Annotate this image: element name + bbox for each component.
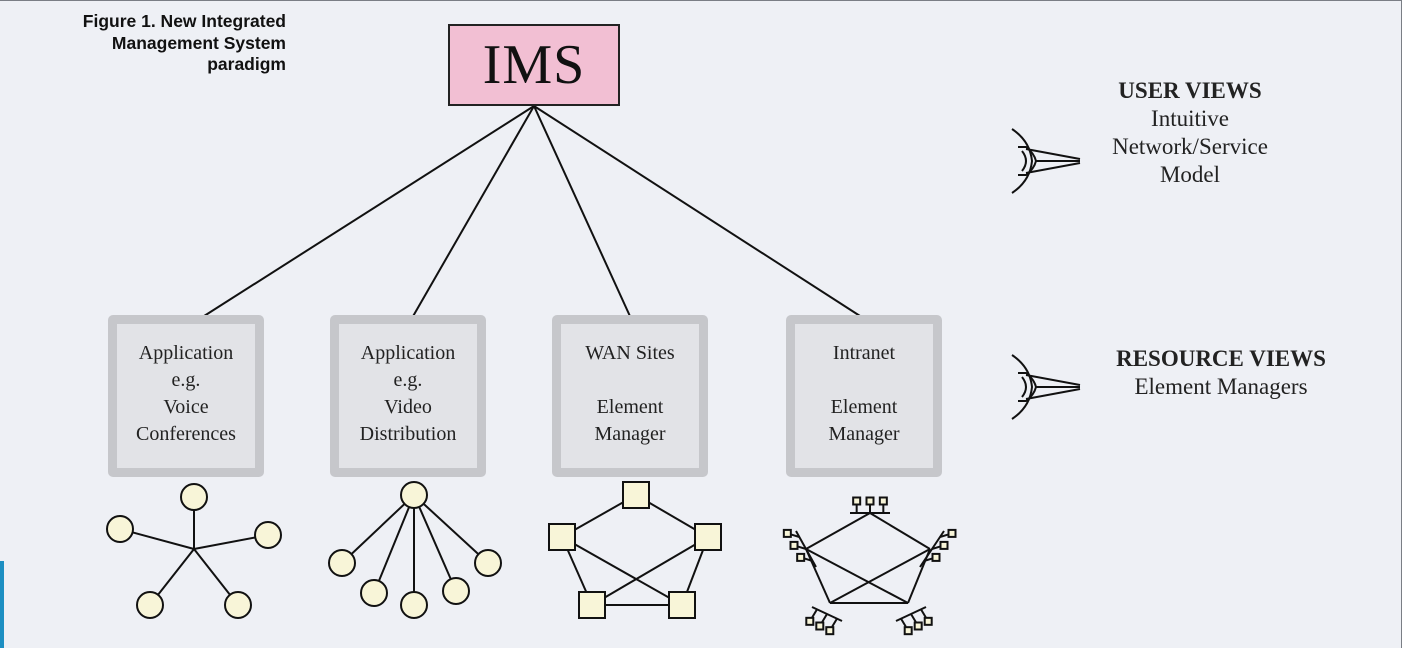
connector-2 — [407, 105, 535, 326]
lan-terminal — [805, 616, 815, 626]
manager-label-line: Manager — [594, 423, 666, 445]
network-node — [578, 591, 606, 619]
network-node — [224, 591, 252, 619]
lan-stub — [804, 557, 813, 562]
network-node — [400, 591, 428, 619]
lan-terminal — [825, 626, 835, 636]
manager-box-wan: WAN Sites Element Manager — [552, 315, 708, 477]
lan-stub — [900, 618, 907, 628]
manager-label-line: Manager — [828, 423, 900, 445]
network-node — [180, 483, 208, 511]
lan-terminal — [878, 496, 888, 506]
lan-stub — [931, 545, 941, 550]
lan-stub — [923, 557, 933, 562]
network-link — [805, 512, 871, 550]
network-link — [373, 494, 415, 594]
lan-terminal — [903, 626, 913, 636]
network-node — [668, 591, 696, 619]
user-views-line: Model — [1159, 162, 1221, 187]
lan-stub — [811, 608, 818, 618]
lan-stub — [939, 533, 949, 538]
network-link — [591, 536, 709, 606]
lan-terminal — [923, 616, 933, 626]
network-link — [869, 512, 931, 550]
manager-box-voice: Application e.g. Voice Conferences — [108, 315, 264, 477]
user-views-title: USER VIEWS — [1118, 78, 1262, 103]
manager-label-line: Conferences — [136, 423, 236, 445]
manager-box-video: Application e.g. Video Distribution — [330, 315, 486, 477]
lan-terminal — [852, 496, 862, 506]
network-icons — [106, 481, 957, 636]
connector-1 — [189, 105, 535, 326]
manager-label-line: Intranet — [832, 342, 896, 364]
lan-terminal — [865, 496, 875, 506]
lan-stub — [831, 618, 838, 628]
network-node — [400, 481, 428, 509]
lan-terminal — [931, 552, 941, 562]
network-link — [805, 548, 909, 604]
accent-strip — [0, 561, 4, 648]
manager-label-line: WAN Sites — [585, 342, 675, 364]
lan-terminal — [782, 528, 792, 538]
network-node — [622, 481, 650, 509]
network-link — [413, 494, 457, 592]
lan-terminal — [947, 528, 957, 538]
lan-terminal — [815, 621, 825, 631]
lan-stub — [821, 613, 828, 623]
network-node — [254, 521, 282, 549]
figure-caption: Figure 1. New Integrated Management Syst… — [82, 11, 286, 74]
manager-box-intranet: Intranet Element Manager — [786, 315, 942, 477]
manager-label-line: Element — [830, 396, 898, 418]
network-node — [360, 579, 388, 607]
resource-views-title: RESOURCE VIEWS — [1116, 346, 1326, 371]
lan-terminal — [789, 540, 799, 550]
network-link — [829, 548, 931, 604]
eye-icon — [1011, 354, 1081, 420]
network-node — [474, 549, 502, 577]
resource-views-block: RESOURCE VIEWS Element Managers — [1096, 345, 1346, 401]
user-views-block: USER VIEWS Intuitive Network/Service Mod… — [1090, 77, 1290, 189]
manager-label-line: Application — [360, 342, 456, 364]
user-views-line: Intuitive — [1151, 106, 1229, 131]
network-node — [106, 515, 134, 543]
resource-views-line: Element Managers — [1134, 374, 1308, 399]
network-node — [694, 523, 722, 551]
lan-stub — [910, 613, 917, 623]
network-node — [328, 549, 356, 577]
network-link — [341, 494, 415, 564]
manager-label-line: Voice — [163, 396, 209, 418]
manager-label-line — [561, 367, 699, 394]
lan-stub — [791, 533, 800, 538]
network-node — [442, 577, 470, 605]
ims-connectors — [189, 105, 875, 326]
network-node — [136, 591, 164, 619]
eye-icon — [1011, 128, 1081, 194]
connector-3 — [533, 105, 635, 326]
network-link — [413, 494, 489, 564]
manager-label-line: Application — [138, 342, 234, 364]
user-views-line: Network/Service — [1112, 134, 1268, 159]
network-link — [561, 536, 683, 606]
manager-label-line: Distribution — [359, 423, 457, 445]
lan-stub — [797, 545, 807, 550]
network-node — [548, 523, 576, 551]
manager-label-line: e.g. — [171, 369, 201, 391]
manager-label-line: e.g. — [393, 369, 423, 391]
manager-label-line — [795, 367, 933, 394]
ims-node: IMS — [448, 24, 620, 106]
lan-terminal — [913, 621, 923, 631]
connector-4 — [533, 105, 875, 326]
lan-terminal — [939, 540, 949, 550]
lan-terminal — [796, 552, 806, 562]
manager-label-line: Element — [596, 396, 664, 418]
lan-stub — [920, 608, 927, 618]
manager-label-line: Video — [384, 396, 432, 418]
